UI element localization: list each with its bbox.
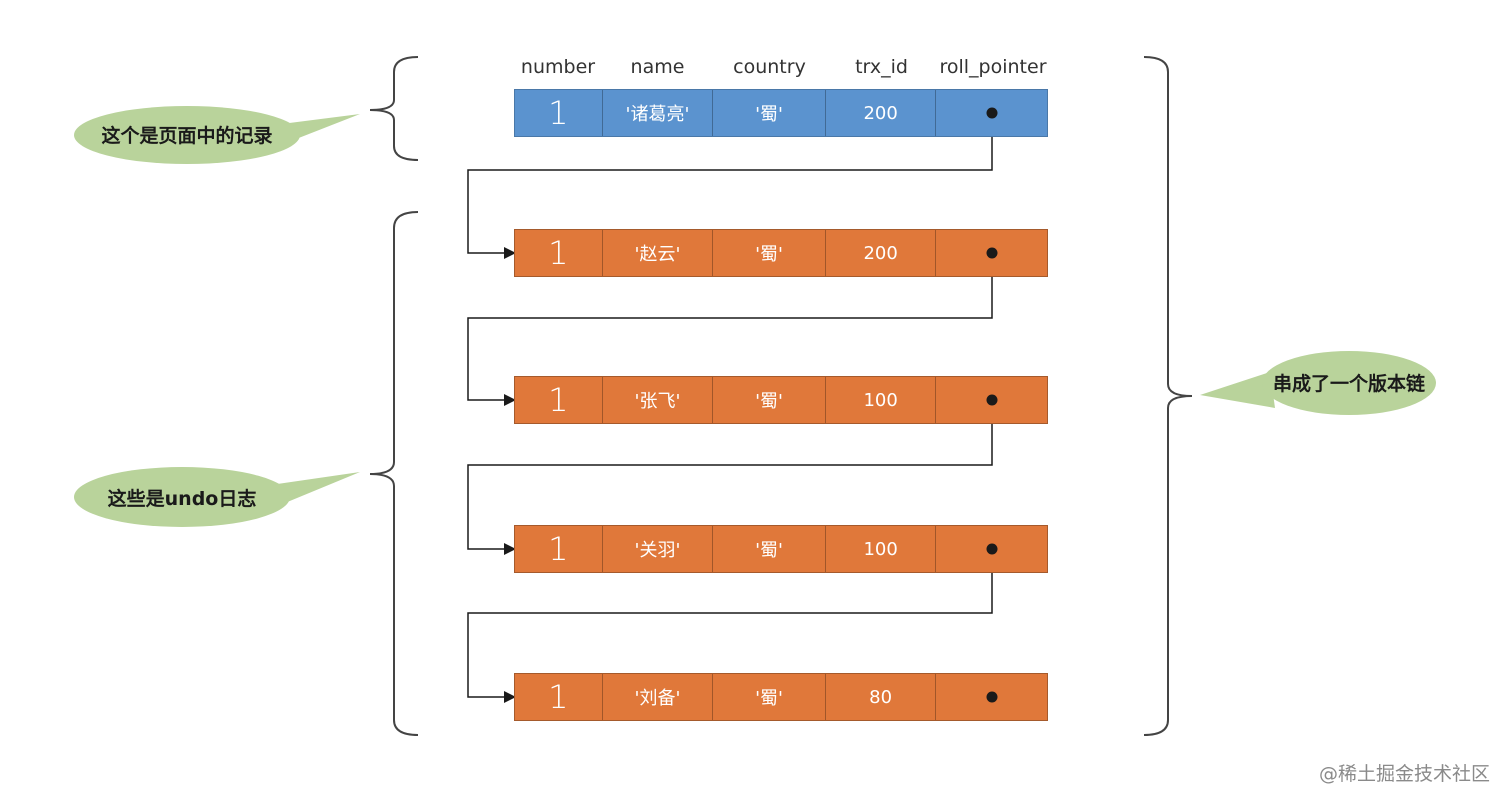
- column-header-country: country: [733, 56, 806, 78]
- column-header-trx-id: trx_id: [855, 56, 908, 78]
- undo-record: 1 '刘备' '蜀' 80: [514, 673, 1048, 721]
- record-country: '蜀': [713, 230, 826, 276]
- brace-version-chain: [1143, 56, 1193, 736]
- record-number: 1: [515, 90, 603, 136]
- record-name: '张飞': [603, 377, 714, 423]
- column-header-number: number: [520, 56, 596, 78]
- record-number: 1: [515, 526, 603, 572]
- brace-undo-logs: [369, 211, 419, 736]
- callout-bubble-undo-logs: [74, 467, 360, 527]
- record-country: '蜀': [713, 377, 826, 423]
- pointer-connector-1: [467, 113, 993, 259]
- callout-page-record: 这个是页面中的记录: [101, 125, 273, 147]
- undo-record: 1 '关羽' '蜀' 100: [514, 525, 1048, 573]
- record-country: '蜀': [713, 674, 826, 720]
- brace-page-record: [369, 56, 419, 161]
- record-number: 1: [515, 230, 603, 276]
- record-country: '蜀': [713, 90, 826, 136]
- pointer-dot: [986, 247, 998, 259]
- record-trx-id: 200: [826, 230, 937, 276]
- pointer-dot: [986, 394, 998, 406]
- current-record: 1 '诸葛亮' '蜀' 200: [514, 89, 1048, 137]
- record-name: '关羽': [603, 526, 714, 572]
- watermark: @稀土掘金技术社区: [1318, 763, 1490, 785]
- record-trx-id: 200: [826, 90, 937, 136]
- pointer-dot: [986, 543, 998, 555]
- column-header-roll-pointer: roll_pointer: [939, 56, 1047, 78]
- pointer-connector-4: [467, 549, 993, 703]
- record-number: 1: [515, 377, 603, 423]
- pointer-dot: [986, 107, 998, 119]
- record-country: '蜀': [713, 526, 826, 572]
- undo-record: 1 '张飞' '蜀' 100: [514, 376, 1048, 424]
- record-trx-id: 100: [826, 377, 937, 423]
- callout-bubble-version-chain: [1200, 351, 1436, 415]
- record-name: '刘备': [603, 674, 714, 720]
- pointer-connector-3: [467, 400, 993, 555]
- record-name: '赵云': [603, 230, 714, 276]
- undo-record: 1 '赵云' '蜀' 200: [514, 229, 1048, 277]
- pointer-connector-2: [467, 253, 993, 406]
- callout-version-chain: 串成了一个版本链: [1272, 373, 1425, 395]
- record-number: 1: [515, 674, 603, 720]
- callout-undo-logs: 这些是undo日志: [107, 488, 257, 510]
- column-header-name: name: [630, 56, 685, 78]
- record-name: '诸葛亮': [603, 90, 714, 136]
- callout-bubble-page-record: [74, 106, 360, 164]
- record-trx-id: 80: [826, 674, 937, 720]
- pointer-dot: [986, 691, 998, 703]
- record-trx-id: 100: [826, 526, 937, 572]
